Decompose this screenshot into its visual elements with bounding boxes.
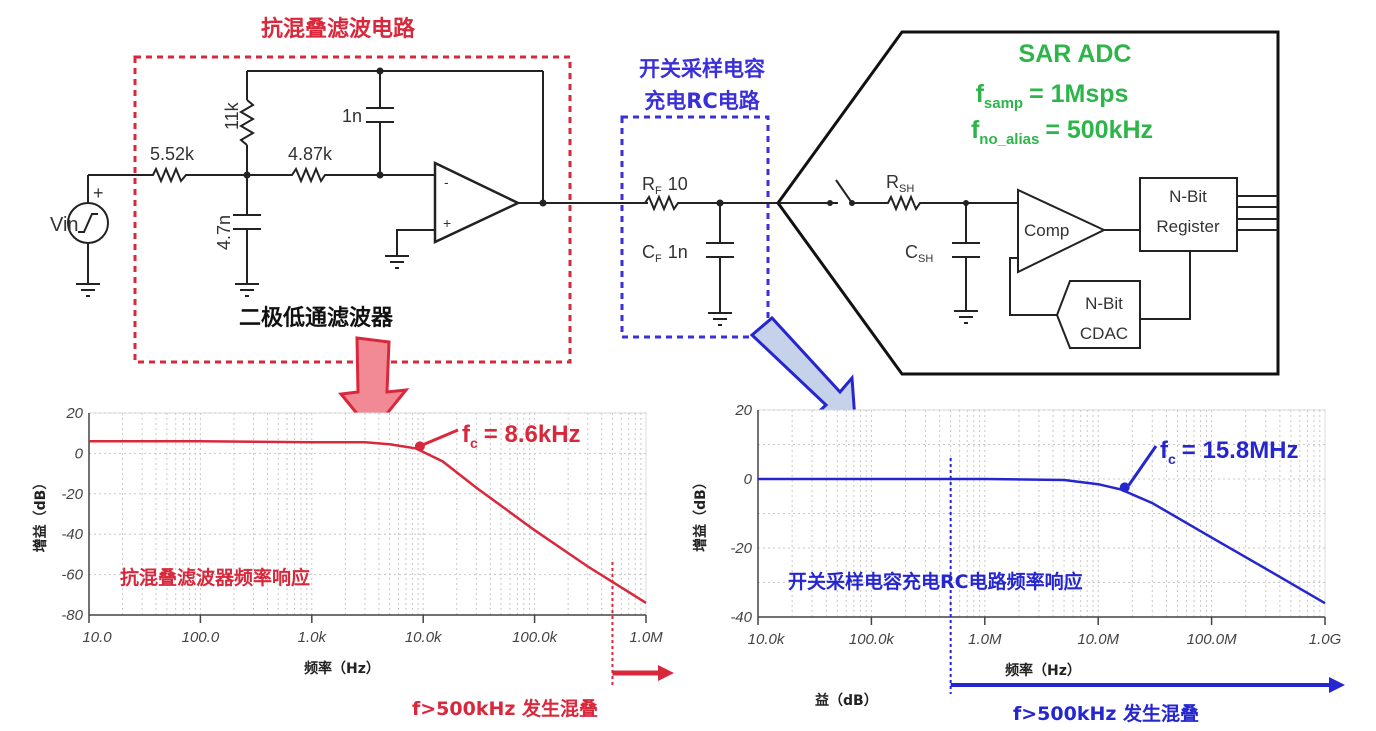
x-tick-label: 100.0k [849, 631, 896, 648]
sar-adc-block: SAR ADC fsamp= 1Msps fno_alias= 500kHz R… [776, 30, 1280, 376]
r-in-label: 5.52k [150, 144, 195, 164]
plot-area [88, 412, 647, 616]
anti-alias-title: 抗混叠滤波电路 [261, 16, 416, 42]
x-axis-label: 频率（Hz） [304, 660, 380, 677]
y-tick-label: 20 [65, 405, 83, 422]
rsh-label: RSH [886, 172, 914, 195]
register-line2: Register [1156, 217, 1220, 236]
x-tick-label: 10.0k [748, 631, 786, 648]
svg-text:-: - [444, 174, 449, 190]
ground-icon [708, 312, 732, 326]
rc-title-line2: 充电RC电路 [644, 89, 761, 113]
c-feedback-label: 1n [342, 106, 362, 126]
cdac-line1: N-Bit [1085, 294, 1123, 313]
sar-adc-title: SAR ADC [1019, 40, 1132, 68]
x-tick-label: 100.0M [1187, 631, 1238, 648]
output-bus [1237, 195, 1278, 231]
y-tick-label: 0 [744, 471, 753, 488]
capacitor-csh [952, 242, 980, 258]
fsamp-label: fsamp= 1Msps [976, 80, 1129, 112]
red-down-arrow-icon [338, 336, 410, 435]
resistor-rsh [852, 194, 1018, 212]
anti-alias-section: 抗混叠滤波电路 Vin + 5.52k 11k [50, 16, 648, 364]
r-mid-label: 4.87k [288, 144, 333, 164]
vin-source: Vin + [50, 175, 109, 297]
anti-alias-chart: 10.0 100.0 1.0k 10.0k 100.0k 1.0M 20 0 -20 -40 -60… [32, 405, 674, 720]
resistor-4k87 [288, 166, 330, 184]
capacitor-1n [366, 107, 394, 123]
vin-plus-label: + [93, 183, 104, 203]
y-tick-label: 20 [734, 402, 752, 419]
chart-title: 开关采样电容充电RC电路频率响应 [788, 570, 1083, 593]
x-tick-label: 10.0M [1077, 631, 1119, 648]
anti-alias-box [133, 55, 572, 364]
r-feedback-label: 11k [222, 101, 242, 130]
fc-pointer-line [423, 428, 459, 446]
fc-annotation: fc= 15.8MHz [1160, 437, 1299, 467]
x-tick-label: 10.0k [405, 629, 443, 646]
fc-annotation: fc= 8.6kHz [462, 421, 581, 451]
x-tick-label: 100.0k [512, 629, 559, 646]
y-tick-label: -20 [730, 540, 752, 557]
x-tick-label: 100.0 [182, 629, 220, 646]
ground-icon [235, 283, 259, 297]
y-tick-label: -20 [61, 486, 83, 503]
x-tick-label: 1.0M [968, 631, 1002, 648]
rc-chart: 10.0k 100.0k 1.0M 10.0M 100.0M 1.0G 20 0 -20 -40 频… [692, 402, 1345, 725]
alias-note: f>500kHz 发生混叠 [1013, 702, 1199, 725]
opamp-icon: - + [433, 161, 521, 244]
csh-label: CSH [905, 242, 933, 265]
y-tick-label: -60 [61, 567, 83, 584]
register-block [1139, 177, 1238, 252]
ground-icon [385, 255, 409, 269]
c-ground-label: 4.7n [214, 215, 234, 250]
rc-title-line1: 开关采样电容 [639, 57, 765, 81]
y-tick-label: -80 [61, 607, 83, 624]
plot-area [757, 409, 1326, 618]
resistor-rf [640, 194, 720, 212]
y-tick-label: -40 [730, 609, 752, 626]
ground-icon [76, 283, 100, 297]
fc-pointer-icon [1119, 482, 1130, 493]
cdac-block [1055, 280, 1141, 349]
filter-type-label: 二极低通滤波器 [239, 306, 394, 331]
y-axis-label: 增益（dB） [692, 475, 709, 552]
svg-text:Comp: Comp [1024, 221, 1069, 240]
x-tick-label: 10.0 [82, 629, 112, 646]
sample-switch [835, 179, 853, 204]
fnoalias-label: fno_alias= 500kHz [971, 116, 1153, 148]
series-line-0 [758, 477, 1326, 605]
vin-label: Vin [50, 214, 79, 236]
alias-note: f>500kHz 发生混叠 [412, 697, 598, 720]
svg-text:+: + [443, 215, 451, 231]
fc-pointer-line [1127, 445, 1158, 487]
x-tick-label: 1.0k [298, 629, 328, 646]
resistor-5k52 [148, 166, 195, 184]
y-axis-label: 增益（dB） [32, 476, 49, 553]
ground-icon [954, 310, 978, 324]
x-axis-label: 频率（Hz） [1005, 662, 1081, 679]
alias-arrow-icon [1329, 677, 1345, 693]
y-tick-label: 0 [75, 445, 84, 462]
comparator-icon: Comp [1017, 188, 1107, 274]
stray-gain-label: 益（dB） [815, 692, 878, 709]
alias-arrow-icon [658, 665, 674, 681]
cdac-line2: CDAC [1080, 324, 1128, 343]
capacitor-4n7 [233, 214, 261, 230]
resistor-11k [239, 99, 255, 146]
capacitor-cf [706, 242, 734, 258]
x-tick-label: 1.0G [1309, 631, 1342, 648]
blue-down-arrow-icon [749, 315, 857, 422]
rc-box [620, 115, 770, 339]
chart-title: 抗混叠滤波器频率响应 [120, 566, 310, 589]
fc-pointer-icon [414, 441, 425, 452]
y-tick-label: -40 [61, 526, 83, 543]
x-tick-label: 1.0M [629, 629, 663, 646]
register-line1: N-Bit [1169, 187, 1207, 206]
